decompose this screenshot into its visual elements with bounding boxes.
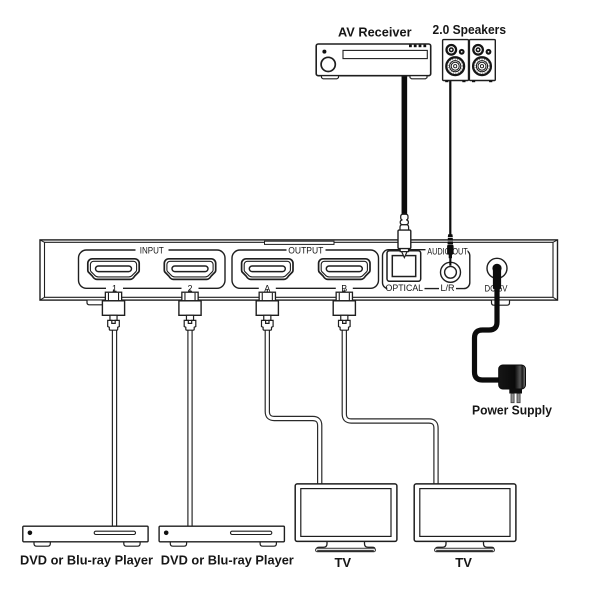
svg-text:L/R: L/R: [440, 283, 455, 293]
svg-text:B: B: [341, 284, 347, 294]
svg-text:2.0 Speakers: 2.0 Speakers: [433, 22, 507, 37]
svg-text:OPTICAL: OPTICAL: [386, 283, 424, 293]
svg-text:INPUT: INPUT: [140, 245, 164, 255]
svg-text:TV: TV: [334, 555, 351, 570]
svg-text:OUTPUT: OUTPUT: [288, 245, 323, 255]
svg-text:TV: TV: [455, 555, 472, 570]
svg-text:2: 2: [187, 284, 192, 294]
svg-text:1: 1: [112, 284, 117, 294]
svg-text:DVD or Blu-ray Player: DVD or Blu-ray Player: [20, 552, 153, 567]
svg-text:A: A: [264, 284, 270, 294]
svg-text:Power Supply: Power Supply: [472, 403, 553, 418]
svg-text:AV Receiver: AV Receiver: [338, 25, 412, 40]
svg-text:DVD or Blu-ray Player: DVD or Blu-ray Player: [161, 552, 294, 567]
